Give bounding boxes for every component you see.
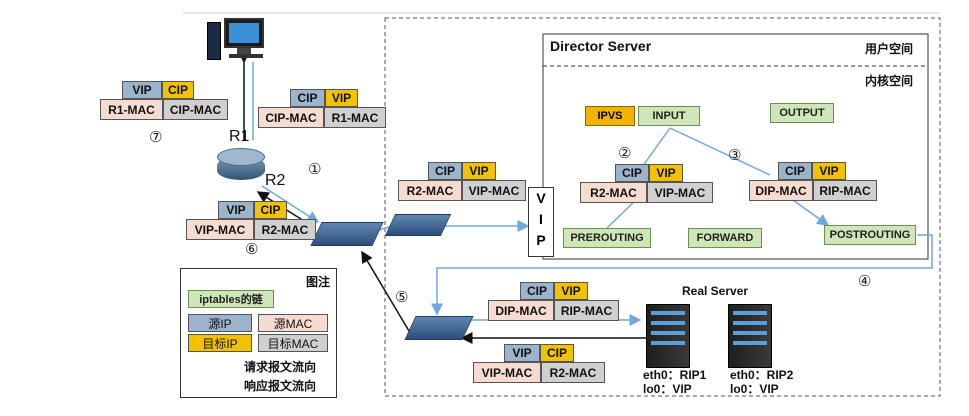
real-server-title: Real Server [682, 284, 749, 298]
router-r1-label: R1 [229, 128, 250, 145]
server-2-lo0: lo0：VIP [730, 382, 779, 396]
packet-dst-ip: CIP [540, 344, 574, 362]
director-title: Director Server [550, 38, 652, 54]
vip-letter: V [536, 190, 546, 206]
legend-title: 图注 [306, 275, 331, 289]
vip-interface: V I P [528, 187, 554, 257]
legend-src-mac: 源MAC [258, 314, 328, 332]
packet-src-ip: VIP [504, 344, 540, 362]
step-1: ① [308, 160, 322, 178]
packet-src-ip: VIP [218, 201, 254, 219]
packet-dst-ip: CIP [162, 81, 194, 99]
legend-chain: iptables的链 [188, 290, 274, 308]
packet-src-ip: CIP [615, 164, 649, 182]
server-1-eth0: eth0：RIP1 [643, 368, 707, 382]
step-7: ⑦ [149, 128, 163, 146]
vip-letter: I [539, 211, 543, 227]
legend-response: 响应报文流向 [244, 379, 317, 393]
input-chain: INPUT [638, 106, 700, 126]
switch-icon [384, 214, 452, 236]
packet-dst-ip: VIP [462, 162, 496, 180]
switch-icon [404, 316, 474, 340]
client-computer-icon [207, 18, 267, 64]
legend-dst-ip: 目标IP [188, 334, 252, 352]
postrouting-chain: POSTROUTING [824, 225, 916, 245]
step-6: ⑥ [245, 240, 259, 258]
packet-src-mac: VIP-MAC [473, 362, 541, 383]
server-1-icon [646, 304, 690, 368]
step-5: ⑤ [395, 288, 409, 306]
router-r2-label: R2 [265, 172, 286, 189]
packet-src-mac: VIP-MAC [186, 219, 254, 240]
packet-dst-mac: R1-MAC [324, 107, 386, 128]
packet-src-ip: CIP [290, 89, 325, 107]
packet-dst-mac: RIP-MAC [813, 180, 877, 201]
packet-src-mac: R2-MAC [580, 182, 647, 203]
ipvs-chain: IPVS [585, 106, 635, 126]
packet-src-ip: CIP [428, 162, 462, 180]
packet-dst-mac: CIP-MAC [163, 99, 228, 120]
output-chain: OUTPUT [770, 103, 834, 123]
user-space-label: 用户空间 [865, 42, 914, 56]
packet-dst-ip: VIP [554, 282, 588, 300]
packet-dst-mac: VIP-MAC [647, 182, 713, 203]
director-server-box [542, 33, 929, 260]
packet-src-ip: CIP [778, 162, 812, 180]
packet-src-mac: DIP-MAC [488, 300, 554, 321]
packet-dst-ip: VIP [325, 89, 358, 107]
step-3: ③ [728, 146, 742, 164]
packet-dst-mac: RIP-MAC [554, 300, 619, 321]
legend [180, 268, 337, 398]
switch-icon [310, 222, 384, 246]
legend-dst-mac: 目标MAC [258, 334, 328, 352]
packet-src-mac: DIP-MAC [749, 180, 813, 201]
server-2-icon [728, 304, 772, 368]
step-4: ④ [858, 272, 872, 290]
packet-dst-ip: VIP [812, 162, 846, 180]
packet-dst-mac: VIP-MAC [462, 180, 526, 201]
packet-dst-ip: CIP [254, 201, 287, 219]
kernel-space-label: 内核空间 [865, 74, 914, 88]
forward-chain: FORWARD [688, 228, 762, 248]
packet-src-ip: CIP [520, 282, 554, 300]
packet-src-mac: CIP-MAC [258, 107, 324, 128]
packet-dst-mac: R2-MAC [541, 362, 605, 383]
step-2: ② [618, 144, 632, 162]
network-boundary [384, 17, 941, 397]
server-1-lo0: lo0：VIP [643, 382, 692, 396]
server-2-eth0: eth0：RIP2 [730, 368, 794, 382]
packet-src-mac: R1-MAC [100, 99, 163, 120]
vip-letter: P [536, 232, 546, 248]
router-icon [217, 146, 265, 182]
prerouting-chain: PREROUTING [563, 228, 651, 248]
packet-src-ip: VIP [122, 81, 162, 99]
packet-src-mac: R2-MAC [398, 180, 462, 201]
legend-src-ip: 源IP [188, 314, 252, 332]
legend-request: 请求报文流向 [244, 360, 317, 374]
packet-dst-mac: R2-MAC [254, 219, 316, 240]
packet-dst-ip: VIP [649, 164, 683, 182]
